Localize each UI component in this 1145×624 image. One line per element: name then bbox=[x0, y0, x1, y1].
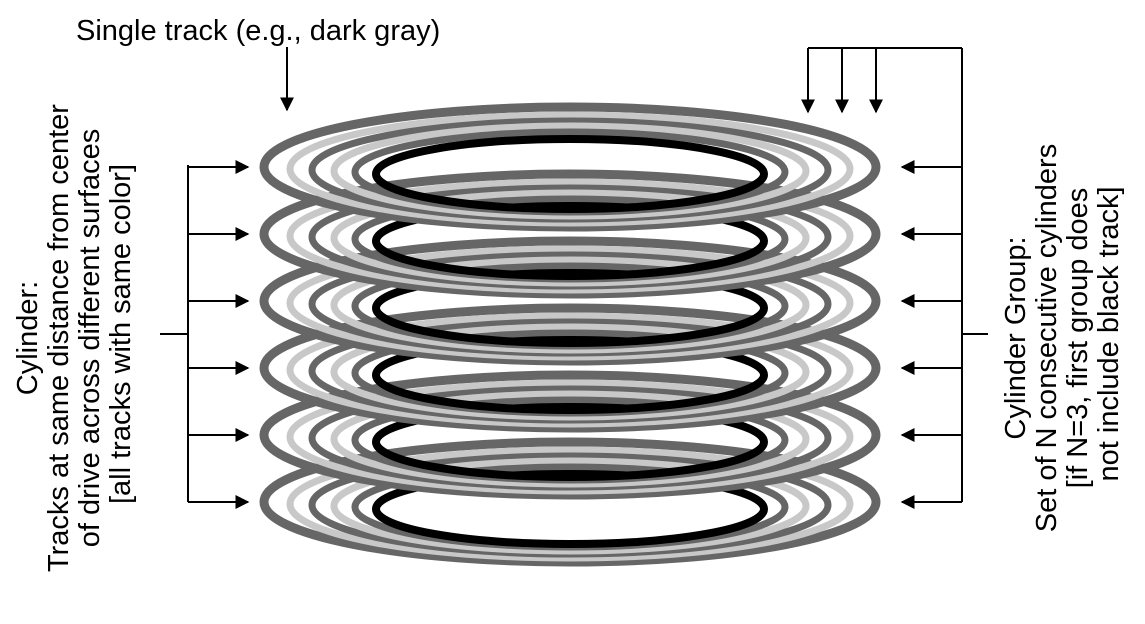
track-ring bbox=[372, 135, 768, 213]
track-ring bbox=[330, 390, 810, 488]
track-ring bbox=[259, 437, 881, 567]
platter bbox=[259, 236, 881, 366]
track-ring bbox=[330, 323, 810, 421]
track-ring bbox=[330, 189, 810, 287]
cylinder-label-line: Tracks at same distance from center bbox=[43, 104, 75, 572]
track-ring bbox=[286, 379, 854, 495]
track-ring bbox=[330, 256, 810, 354]
track-ring bbox=[286, 446, 854, 562]
platter bbox=[259, 169, 881, 299]
cylinder-label-line: Cylinder: bbox=[12, 281, 44, 395]
platter bbox=[259, 370, 881, 500]
single-track-label: Single track (e.g., dark gray) bbox=[76, 15, 440, 47]
platter-stack bbox=[259, 102, 881, 567]
cylinder-label-line: [all tracks with same color] bbox=[105, 164, 137, 504]
cylinder-bracket bbox=[160, 165, 189, 502]
cylinder-label: Cylinder: Tracks at same distance from c… bbox=[12, 96, 137, 572]
cylinder-group-label-line: not include black track] bbox=[1093, 187, 1125, 482]
cylinder-group-label-line: Cylinder Group: bbox=[1000, 236, 1032, 439]
cylinder-group-label: Cylinder Group: Set of N consecutive cyl… bbox=[1000, 136, 1125, 533]
cylinder-group-bracket bbox=[801, 47, 988, 502]
track-ring bbox=[259, 236, 881, 366]
track-ring bbox=[259, 102, 881, 232]
platter-arrows bbox=[188, 160, 962, 509]
track-ring bbox=[286, 312, 854, 428]
cylinder-group-label-line: [if N=3, first group does bbox=[1062, 188, 1094, 489]
track-ring bbox=[330, 457, 810, 555]
platter bbox=[259, 437, 881, 567]
cylinder-label-line: of drive across different surfaces bbox=[74, 129, 106, 548]
track-ring bbox=[286, 111, 854, 227]
track-ring bbox=[286, 178, 854, 294]
cylinder-group-label-line: Set of N consecutive cylinders bbox=[1031, 144, 1063, 532]
track-ring bbox=[259, 370, 881, 500]
track-ring bbox=[286, 245, 854, 361]
track-ring bbox=[259, 303, 881, 433]
track-ring bbox=[259, 169, 881, 299]
platter bbox=[259, 102, 881, 232]
track-ring bbox=[330, 122, 810, 220]
platter bbox=[259, 303, 881, 433]
